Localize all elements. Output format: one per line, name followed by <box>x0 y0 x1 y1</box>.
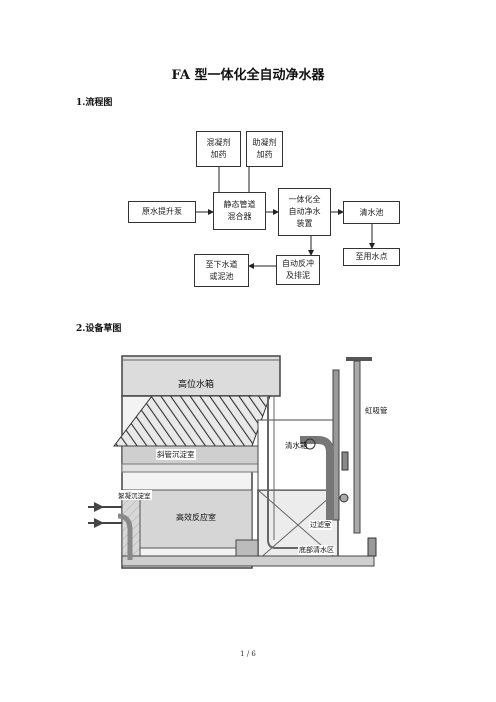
coagulant-aid-box: 助凝剂 加药 <box>246 131 283 167</box>
label-siphon: 虹吸管 <box>364 405 389 416</box>
clear-pool-box: 清水池 <box>343 201 400 224</box>
section-heading-flowchart: 1.流程图 <box>76 98 113 108</box>
backwash-box: 自动反冲 及排泥 <box>276 255 320 285</box>
coagulant-box: 混凝剂 加药 <box>196 131 241 167</box>
section-heading-sketch: 2.设备草图 <box>76 324 122 334</box>
siphon-pipe <box>353 360 361 534</box>
label-inclined-tube: 斜管沉淀室 <box>156 449 196 460</box>
page-number: 1 / 6 <box>240 650 256 658</box>
label-filter: 过滤室 <box>309 520 332 530</box>
label-flocculation: 絮凝沉淀室 <box>117 490 152 500</box>
label-clear-tank: 清水箱 <box>285 441 308 450</box>
raw-water-pump-box: 原水提升泵 <box>128 201 196 223</box>
use-point-box: 至用水点 <box>343 248 400 266</box>
clear-tank-body <box>257 419 339 491</box>
document-title: FA 型一体化全自动净水器 <box>171 68 325 83</box>
sewer-box: 至下水道 或泥池 <box>194 254 249 287</box>
label-bottom-clear: 底部清水区 <box>298 545 335 555</box>
label-reaction: 高效反应室 <box>176 513 216 522</box>
integrated-unit-box: 一体化全 自动净水 装置 <box>278 188 331 236</box>
label-high-tank: 高位水箱 <box>178 380 215 390</box>
static-mixer-box: 静态管道 混合器 <box>213 192 266 230</box>
high-tank-body <box>121 355 281 397</box>
